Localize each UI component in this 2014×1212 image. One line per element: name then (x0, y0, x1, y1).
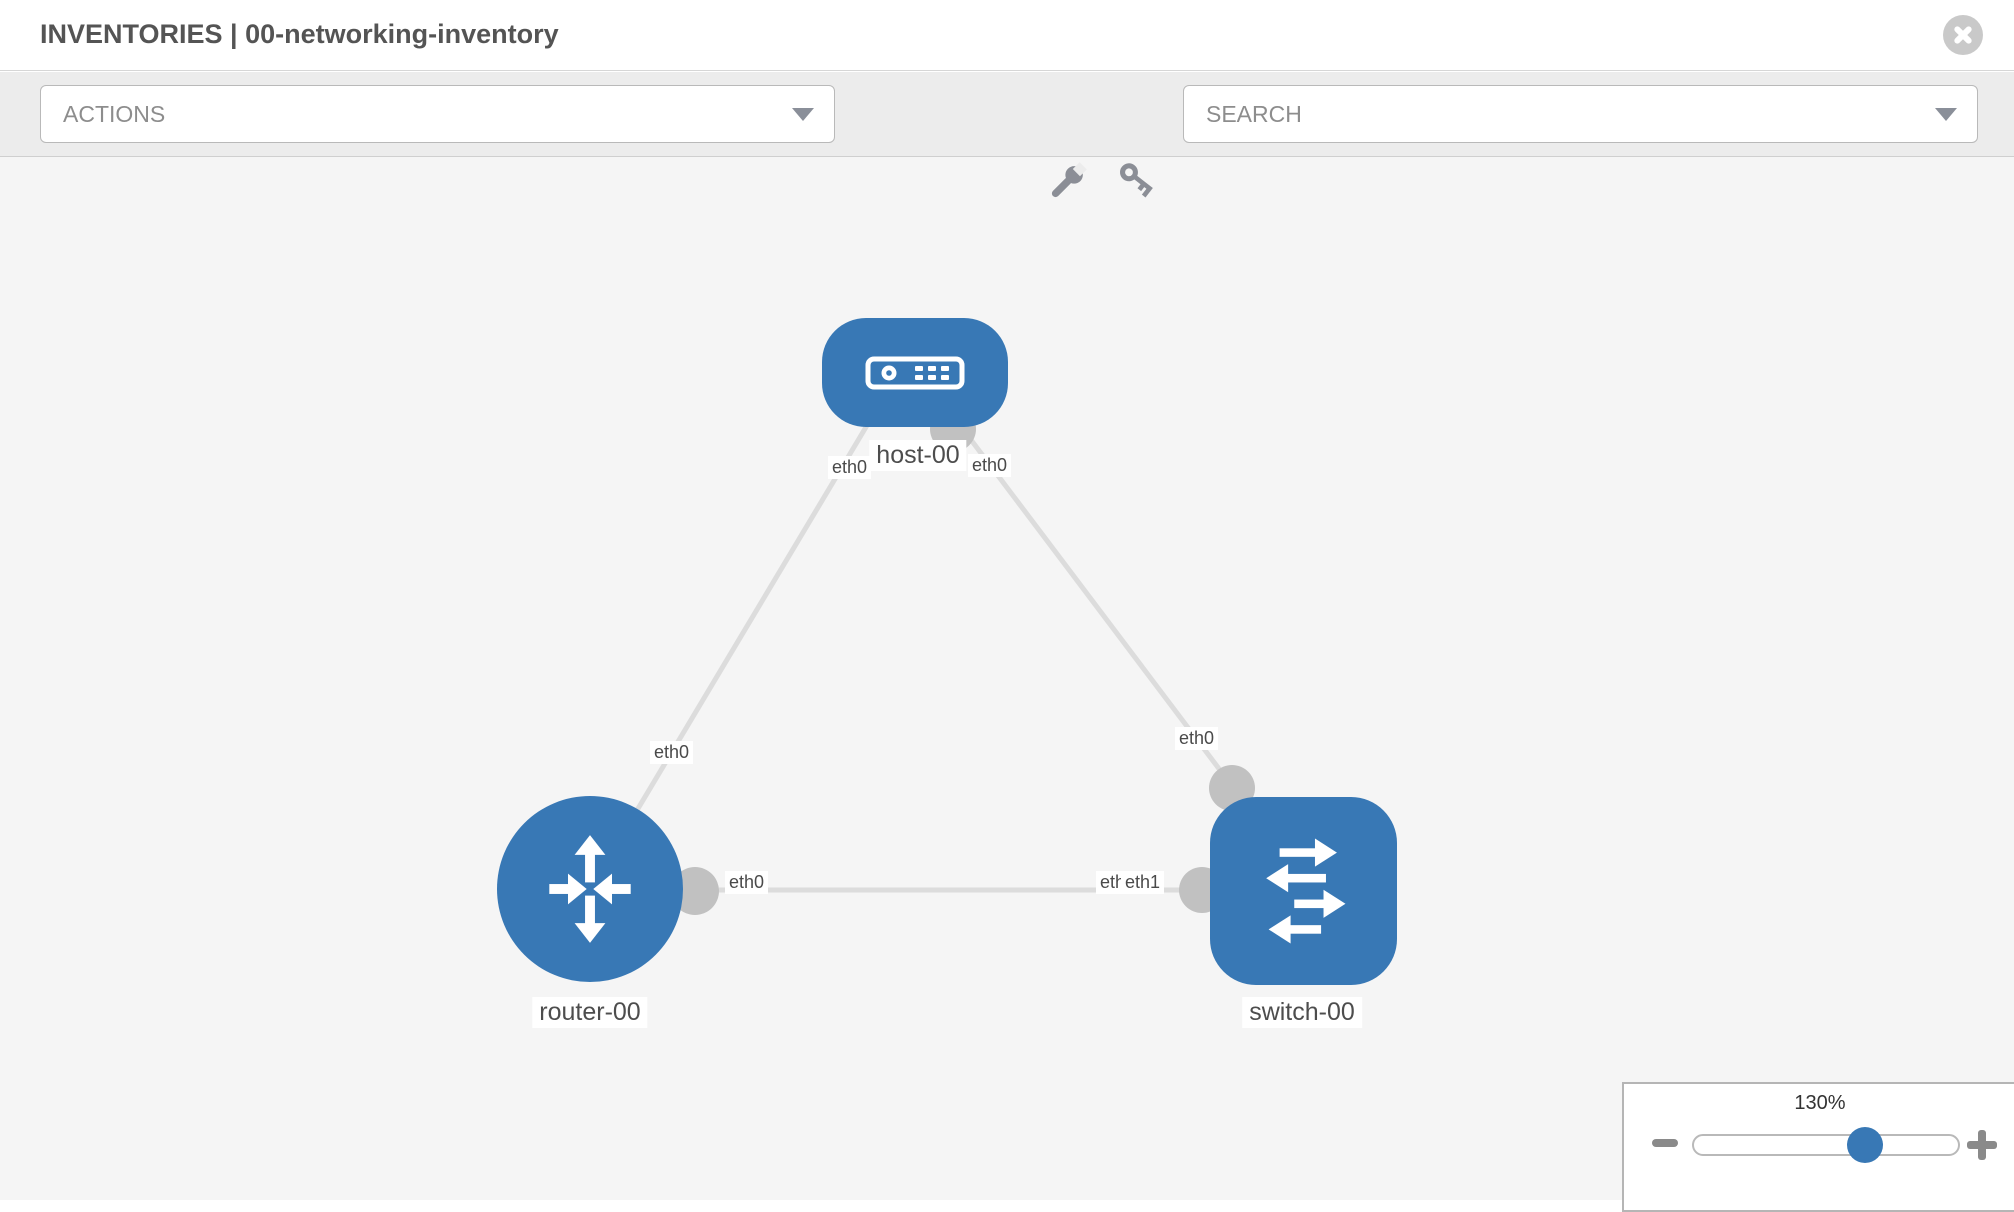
zoom-out-minus-icon[interactable] (1652, 1139, 1678, 1147)
zoom-panel: 130% (1622, 1082, 2014, 1212)
interface-label: eth0 (968, 454, 1012, 477)
interface-label: eth0 (725, 871, 769, 894)
node-label-router: router-00 (532, 997, 648, 1028)
interface-label: eth0 (1175, 727, 1219, 750)
zoom-slider-track[interactable] (1692, 1134, 1960, 1156)
zoom-slider-thumb[interactable] (1847, 1127, 1883, 1163)
interface-label: eth0 (650, 741, 694, 764)
search-dropdown[interactable]: SEARCH (1183, 85, 1978, 143)
header: INVENTORIES | 00-networking-inventory (0, 0, 2014, 71)
topology-links (587, 406, 1302, 915)
caret-down-icon (1935, 108, 1957, 121)
topology-canvas[interactable]: host-00 router-00 switch-00 eth0 eth0 et… (0, 157, 2014, 1200)
key-icon[interactable] (1103, 152, 1168, 217)
server-icon (865, 356, 965, 389)
node-host-00[interactable] (822, 318, 1008, 427)
router-icon (549, 835, 631, 943)
caret-down-icon (792, 108, 814, 121)
search-placeholder: SEARCH (1206, 100, 1302, 127)
toolbar: ACTIONS SEARCH (0, 72, 2014, 198)
node-switch-00[interactable] (1210, 797, 1397, 985)
switch-icon (1265, 838, 1345, 944)
actions-dropdown[interactable]: ACTIONS (40, 85, 835, 143)
interface-label: eth1 (1121, 871, 1165, 894)
node-label-switch: switch-00 (1242, 997, 1362, 1028)
close-icon[interactable] (1943, 15, 1983, 55)
endpoint-router-right (671, 867, 719, 915)
node-label-host: host-00 (869, 440, 967, 471)
zoom-in-plus-icon[interactable] (1967, 1130, 1997, 1160)
wrench-icon[interactable] (1032, 151, 1097, 216)
interface-label: eth0 (828, 456, 872, 479)
node-router-00[interactable] (497, 796, 683, 982)
page-title: INVENTORIES | 00-networking-inventory (40, 19, 559, 49)
actions-dropdown-label: ACTIONS (63, 100, 166, 127)
zoom-level: 130% (1794, 1092, 1846, 1114)
